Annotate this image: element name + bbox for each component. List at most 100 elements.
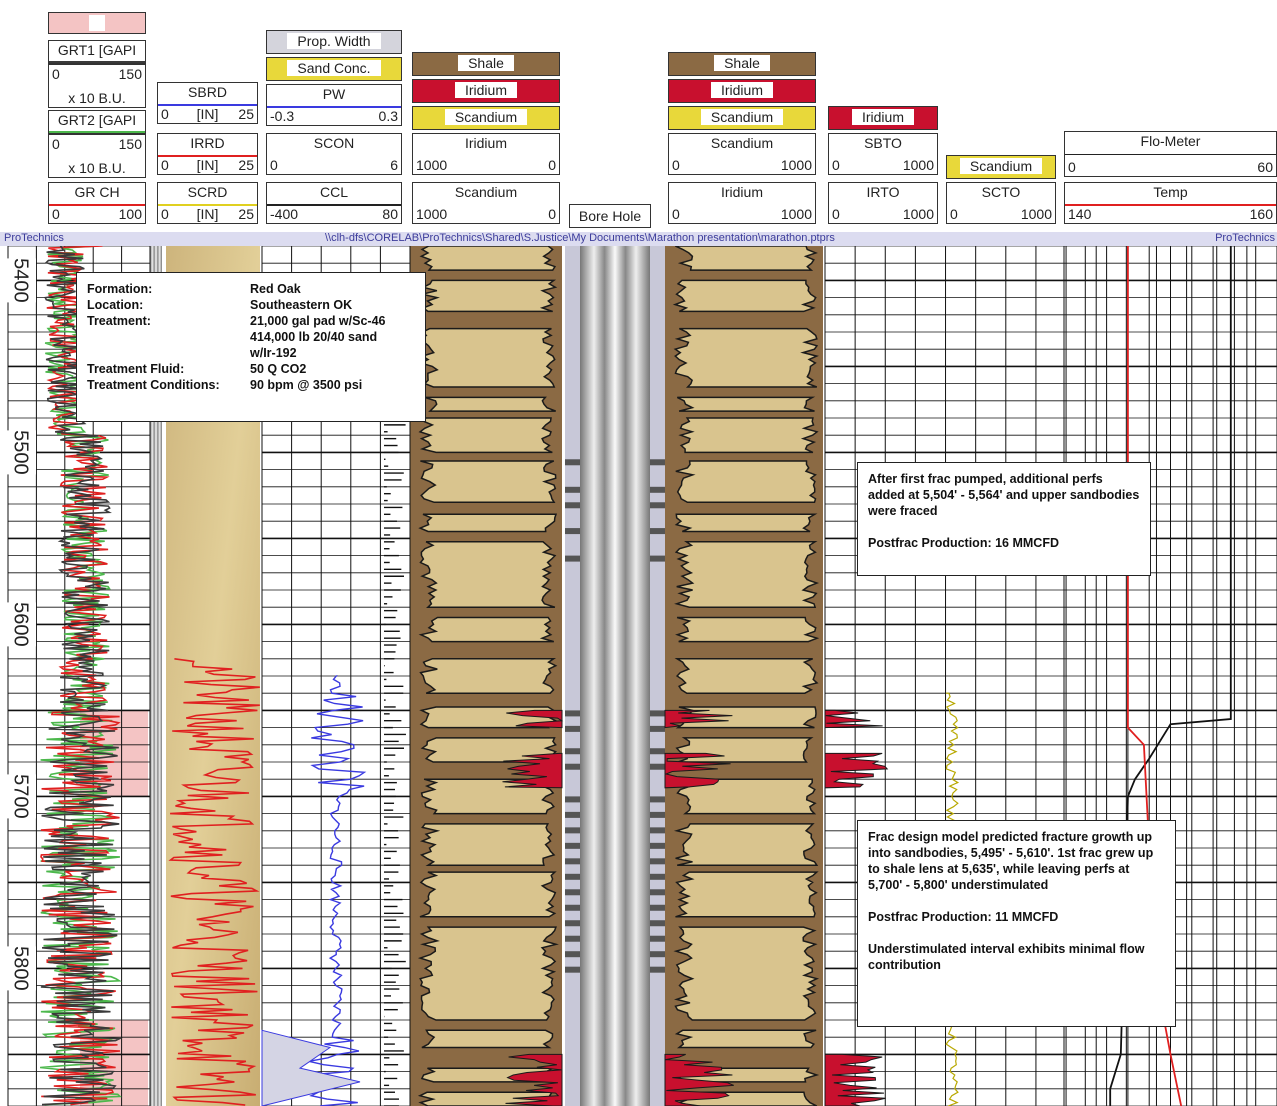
right-sand-body bbox=[674, 658, 819, 694]
sbrd-header: SBRD 0 [IN] 25 bbox=[157, 82, 258, 124]
grt1-title: GRT1 [GAPI bbox=[57, 42, 137, 58]
perforation-mark bbox=[650, 748, 665, 755]
left-sand-body bbox=[419, 823, 556, 866]
tracer-scandium-legend: Scandium bbox=[946, 155, 1056, 179]
lower-frac-note-text: Frac design model predicted fracture gro… bbox=[868, 830, 1154, 892]
irrd-max: 25 bbox=[238, 157, 254, 173]
treatment-row-value: 414,000 lb 20/40 sand bbox=[250, 330, 378, 344]
gr-fill-swatch bbox=[48, 12, 146, 34]
irto-title: IRTO bbox=[866, 184, 900, 200]
perforation-mark bbox=[565, 873, 580, 880]
treatment-row-label bbox=[87, 345, 250, 361]
sbrd-max: 25 bbox=[238, 106, 254, 122]
sbrd-min: 0 bbox=[161, 106, 169, 122]
bore-hole-pipe bbox=[580, 246, 650, 1106]
prop-width-fill bbox=[261, 1029, 361, 1106]
right-iridium-label: Iridium bbox=[710, 82, 773, 98]
ccl-max: 80 bbox=[382, 206, 398, 222]
perforation-mark bbox=[650, 763, 665, 770]
perforation-mark bbox=[650, 502, 665, 509]
pw-min: -0.3 bbox=[270, 108, 295, 124]
infobar-right: ProTechnics bbox=[1215, 232, 1275, 244]
prop-width-label: Prop. Width bbox=[287, 33, 381, 49]
perforation-mark bbox=[565, 796, 580, 803]
right-sand-body bbox=[672, 279, 817, 313]
left-iridium-label: Iridium bbox=[454, 82, 517, 98]
sbrd-unit: [IN] bbox=[196, 106, 219, 122]
left-shale-legend: Shale bbox=[412, 52, 560, 76]
treatment-row: 414,000 lb 20/40 sand bbox=[87, 329, 415, 345]
left-sand-body bbox=[418, 327, 556, 388]
bore-hole-title: Bore Hole bbox=[578, 208, 642, 224]
bore-hole-header: Bore Hole bbox=[569, 204, 651, 228]
treatment-row: Treatment:21,000 gal pad w/Sc-46 bbox=[87, 313, 415, 329]
flo-meter-min: 0 bbox=[1068, 159, 1076, 175]
grch-header: GR CH 0 100 bbox=[48, 182, 146, 224]
depth-tick-label: 5800 bbox=[10, 946, 32, 991]
treatment-row-value: Southeastern OK bbox=[250, 298, 353, 312]
right-iridium-min: 0 bbox=[672, 206, 680, 222]
right-sand-body bbox=[673, 327, 819, 388]
pw-max: 0.3 bbox=[378, 108, 398, 124]
perforation-mark bbox=[650, 725, 665, 732]
depth-label-bg bbox=[6, 602, 36, 647]
scto-header: SCTO 0 1000 bbox=[946, 182, 1056, 224]
right-iridium-fill bbox=[664, 709, 733, 729]
left-shale-label: Shale bbox=[458, 55, 514, 71]
perforation-mark bbox=[565, 811, 580, 818]
grt2-title: GRT2 [GAPI bbox=[57, 112, 137, 128]
pw-curve bbox=[307, 675, 367, 1106]
right-scandium-max: 1000 bbox=[780, 157, 812, 173]
upper-frac-note: After first frac pumped, additional perf… bbox=[857, 462, 1151, 576]
treatment-row-label bbox=[87, 329, 250, 345]
perforation-mark bbox=[565, 904, 580, 911]
left-scandium-max: 0 bbox=[548, 206, 556, 222]
sbrd-title: SBRD bbox=[188, 84, 227, 100]
left-iridium-fill bbox=[506, 709, 564, 729]
scrd-max: 25 bbox=[238, 206, 254, 222]
grt2-header: GRT2 [GAPI bbox=[48, 110, 146, 134]
right-sand-body bbox=[675, 778, 817, 815]
sand-conc-label: Sand Conc. bbox=[287, 60, 381, 76]
sbto-title: SBTO bbox=[864, 135, 902, 151]
left-sand-body bbox=[420, 737, 557, 763]
treatment-row-value: 90 bpm @ 3500 psi bbox=[250, 378, 363, 392]
scon-max: 6 bbox=[390, 157, 398, 173]
right-shale-legend: Shale bbox=[668, 52, 816, 76]
pw-header: PW -0.3 0.3 bbox=[266, 84, 402, 126]
right-sand-body bbox=[674, 246, 818, 271]
left-sand-body bbox=[420, 778, 555, 815]
tracer-iridium-curve bbox=[824, 709, 883, 729]
left-scandium-title: Scandium bbox=[454, 184, 518, 200]
treatment-row-value: 21,000 gal pad w/Sc-46 bbox=[250, 314, 386, 328]
perforation-mark bbox=[565, 858, 580, 865]
perforation-mark bbox=[650, 873, 665, 880]
right-iridium-title: Iridium bbox=[720, 184, 763, 200]
right-sand-body bbox=[673, 926, 820, 1021]
ccl-header: CCL -400 80 bbox=[266, 182, 402, 224]
right-sand-body bbox=[674, 513, 818, 533]
perforation-mark bbox=[650, 710, 665, 717]
perforation-mark bbox=[565, 710, 580, 717]
perforation-mark bbox=[565, 486, 580, 493]
right-scandium-title: Scandium bbox=[710, 135, 774, 151]
left-scandium-label: Scandium bbox=[444, 109, 528, 125]
upper-frac-note-text: After first frac pumped, additional perf… bbox=[868, 472, 1140, 518]
treatment-row-label: Location: bbox=[87, 298, 144, 312]
depth-label-bg bbox=[6, 258, 36, 303]
left-sand-body bbox=[419, 541, 557, 608]
file-path-bar: ProTechnics \\clh-dfs\CORELAB\ProTechnic… bbox=[0, 232, 1277, 246]
upper-frac-production: Postfrac Production: 16 MMCFD bbox=[868, 536, 1059, 550]
scon-header: SCON 0 6 bbox=[266, 133, 402, 175]
right-iridium-header: Iridium 0 1000 bbox=[668, 182, 816, 224]
left-scandium-header: Scandium 1000 0 bbox=[412, 182, 560, 224]
tracer-iridium-curve bbox=[824, 1053, 886, 1106]
perforation-mark bbox=[565, 555, 580, 562]
left-sand-body bbox=[418, 417, 553, 454]
scrd-unit: [IN] bbox=[196, 206, 219, 222]
right-iridium-max: 1000 bbox=[780, 206, 812, 222]
left-iridium-legend: Iridium bbox=[412, 79, 560, 103]
left-sand-body bbox=[419, 871, 557, 918]
sand-conc-legend: Sand Conc. bbox=[266, 57, 402, 81]
